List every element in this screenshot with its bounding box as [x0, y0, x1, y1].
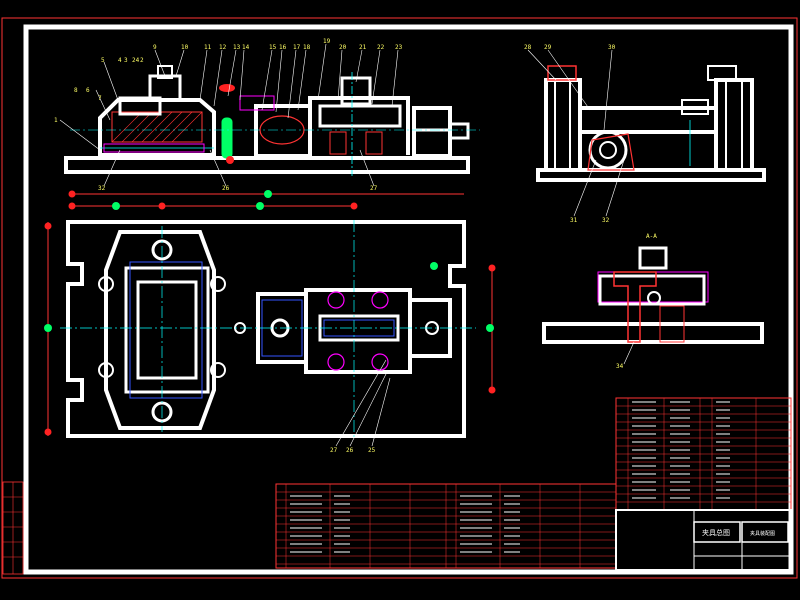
callout-13: 13: [233, 44, 241, 51]
callout-14: 14: [242, 44, 250, 51]
parts-list-lower-rows: [276, 484, 616, 568]
base-plate: [64, 156, 470, 174]
plan-base-plate: [66, 220, 466, 438]
callout-11: 11: [204, 44, 212, 51]
callout-15: 15: [269, 44, 277, 51]
outer-border: [1, 17, 798, 579]
callout-16: 16: [279, 44, 287, 51]
callout-32: 32: [98, 185, 106, 192]
callout-26-plan: 26: [346, 447, 354, 454]
callout-30: 30: [608, 44, 616, 51]
callout-19: 19: [323, 38, 331, 45]
callout-2: 2: [140, 57, 144, 64]
left-clamp-body: [98, 98, 216, 157]
callout-28: 28: [524, 44, 532, 51]
callout-27-plan: 27: [330, 447, 338, 454]
callout-25-plan: 25: [368, 447, 376, 454]
callout-23: 23: [395, 44, 403, 51]
callout-27: 27: [370, 185, 378, 192]
drawing-frame: [23, 24, 794, 575]
right-clamp-body: [308, 96, 410, 155]
callout-1: 1: [54, 117, 58, 124]
callout-9: 9: [153, 44, 157, 51]
callout-8: 8: [74, 87, 78, 94]
callout-22: 22: [377, 44, 385, 51]
callout-32-side: 32: [602, 217, 610, 224]
front-view: 9 10 11 12 13 14 15 16 17 18 19 20 21 22…: [54, 38, 480, 210]
callout-5: 5: [101, 57, 105, 64]
callout-17: 17: [293, 44, 301, 51]
callout-29: 29: [544, 44, 552, 51]
callout-26: 26: [222, 185, 230, 192]
side-view: 28 29 30 31 32: [524, 44, 766, 224]
drawing-title: 夹具总图: [702, 528, 730, 537]
callout-3: 3: [124, 57, 128, 64]
callout-24: 24: [132, 57, 140, 64]
plan-view: 27 26 25: [44, 220, 496, 454]
parts-list-upper-rows: [616, 398, 791, 510]
callout-34: 34: [616, 363, 624, 370]
section-label: A-A: [646, 233, 657, 240]
callout-21: 21: [359, 44, 367, 51]
callout-7: 7: [98, 95, 102, 102]
callout-10: 10: [181, 44, 189, 51]
middle-spindle: [254, 104, 312, 158]
callout-4: 4: [118, 57, 122, 64]
callout-6: 6: [86, 87, 90, 94]
binding-margin-table: [2, 481, 24, 575]
callout-31: 31: [570, 217, 578, 224]
callout-20: 20: [339, 44, 347, 51]
section-view: A-A 34: [542, 233, 764, 370]
callout-18: 18: [303, 44, 311, 51]
callout-12: 12: [219, 44, 227, 51]
title-block: 夹具总图 夹具装配图: [615, 509, 792, 571]
drawing-number: 夹具装配图: [750, 530, 775, 537]
